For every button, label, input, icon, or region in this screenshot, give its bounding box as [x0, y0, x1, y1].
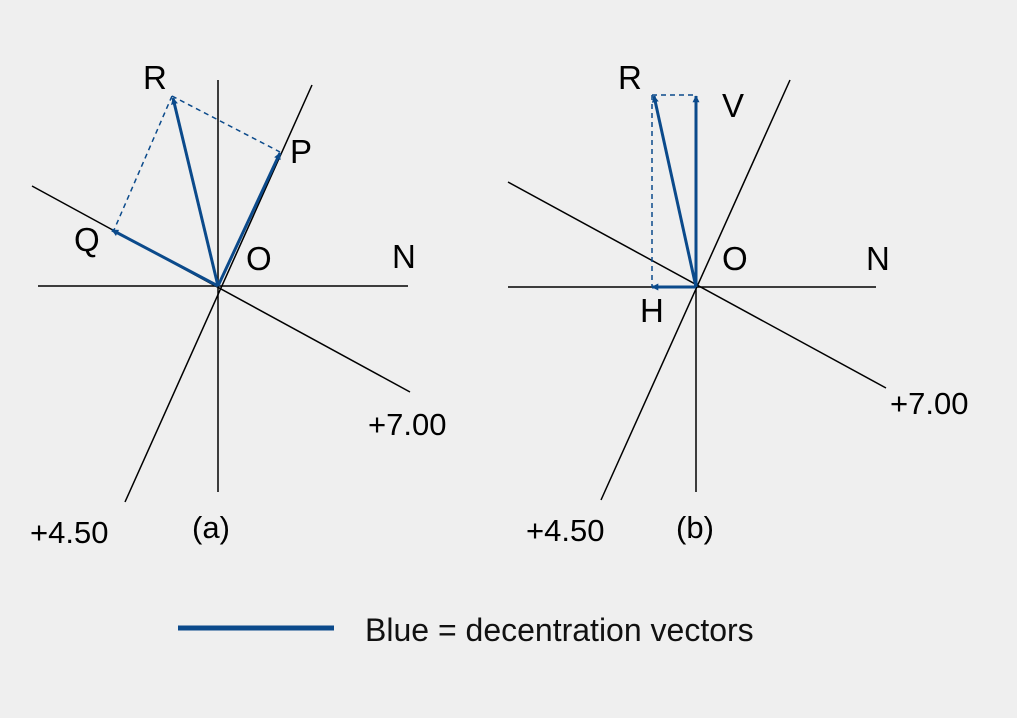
- label-meridian-7-00: +7.00: [368, 407, 446, 442]
- caption-a: (a): [192, 510, 230, 545]
- label-h: H: [640, 292, 664, 329]
- vector-or: [171, 97, 220, 287]
- label-o: O: [722, 240, 748, 277]
- label-meridian-4-50: +4.50: [526, 513, 604, 548]
- diagram-b: R V H O N +7.00 +4.50 (b): [507, 59, 968, 548]
- dashed-line-r-to-q: [113, 95, 173, 231]
- caption-b: (b): [676, 510, 714, 545]
- legend-label: Blue = decentration vectors: [365, 612, 754, 648]
- dashed-line-r-to-p: [171, 95, 281, 153]
- label-q: Q: [74, 221, 100, 258]
- label-n: N: [392, 238, 416, 275]
- vector-or: [651, 95, 698, 288]
- label-n: N: [866, 240, 890, 277]
- vector-oq: [111, 228, 219, 288]
- label-p: P: [290, 133, 312, 170]
- label-r: R: [143, 59, 167, 96]
- meridian-line-4-50: [600, 79, 791, 501]
- label-o: O: [246, 240, 272, 277]
- label-meridian-4-50: +4.50: [30, 515, 108, 550]
- vector-op: [216, 152, 282, 287]
- diagram-a: R P Q O N +7.00 +4.50 (a): [30, 59, 446, 550]
- label-v: V: [722, 87, 744, 124]
- label-meridian-7-00: +7.00: [890, 386, 968, 421]
- label-r: R: [618, 59, 642, 96]
